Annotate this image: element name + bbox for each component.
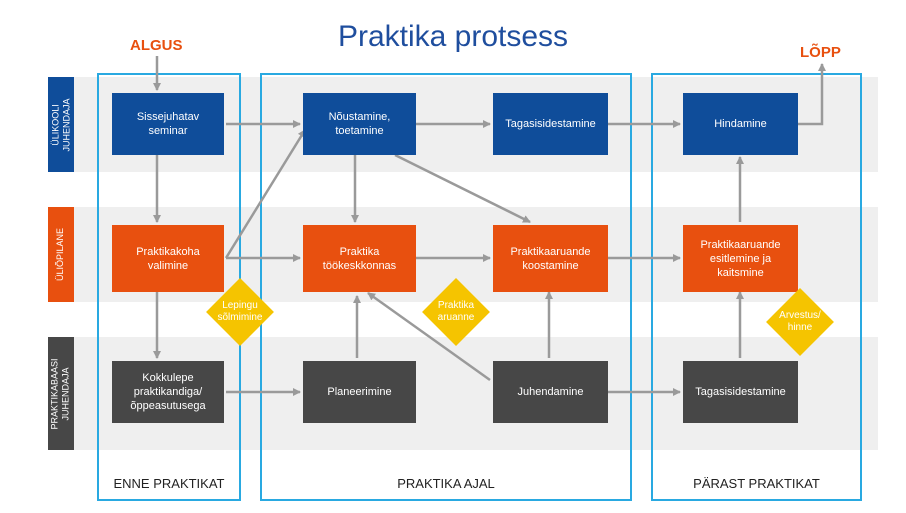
box-kokkulepe: Kokkulepe praktikandiga/ õppeasutusega (112, 361, 224, 423)
lane-label-student: ÜLIÕPILANE (48, 207, 74, 302)
box-praktikaaruande-esitlemine: Praktikaaruande esitlemine ja kaitsmine (683, 225, 798, 292)
arrow-hindamine-to-end (798, 63, 826, 126)
box-sissejuhatav-seminar: Sissejuhatav seminar (112, 93, 224, 155)
start-label: ALGUS (130, 37, 183, 54)
phase-during: PRAKTIKA AJAL (260, 73, 632, 501)
arrow-praktikakoha-to-noustamine (224, 129, 307, 259)
phase-before-label: ENNE PRAKTIKAT (113, 476, 225, 491)
lane-label-university: ÜLIKOOLI JUHENDAJA (48, 77, 74, 172)
lane-label-placement: PRAKTIKABAASI JUHENDAJA (48, 337, 74, 450)
milestone-praktika-aruanne: Praktika aruanne (422, 278, 490, 346)
milestone-lepingu-solmimine: Lepingu sõlmimine (206, 278, 274, 346)
arrow-juhendamine-to-tookeskkond (367, 291, 491, 382)
phase-during-label: PRAKTIKA AJAL (397, 476, 495, 491)
box-tagasisidestamine-placement: Tagasisidestamine (683, 361, 798, 423)
box-noustamine-toetamine: Nõustamine, toetamine (303, 93, 416, 155)
box-praktikakoha-valimine: Praktikakoha valimine (112, 225, 224, 292)
box-hindamine: Hindamine (683, 93, 798, 155)
box-planeerimine: Planeerimine (303, 361, 416, 423)
milestone-arvestus-hinne: Arvestus/ hinne (766, 288, 834, 356)
box-tagasisidestamine-university: Tagasisidestamine (493, 93, 608, 155)
phase-after: PÄRAST PRAKTIKAT (651, 73, 862, 501)
phase-after-label: PÄRAST PRAKTIKAT (693, 476, 820, 491)
box-juhendamine: Juhendamine (493, 361, 608, 423)
arrow-noustamine-to-aruanne (394, 153, 531, 224)
end-label: LÕPP (800, 44, 841, 61)
page-title: Praktika protsess (337, 20, 569, 53)
box-praktikaaruande-koostamine: Praktikaaruande koostamine (493, 225, 608, 292)
box-praktika-tookeskkonnas: Praktika töökeskkonnas (303, 225, 416, 292)
